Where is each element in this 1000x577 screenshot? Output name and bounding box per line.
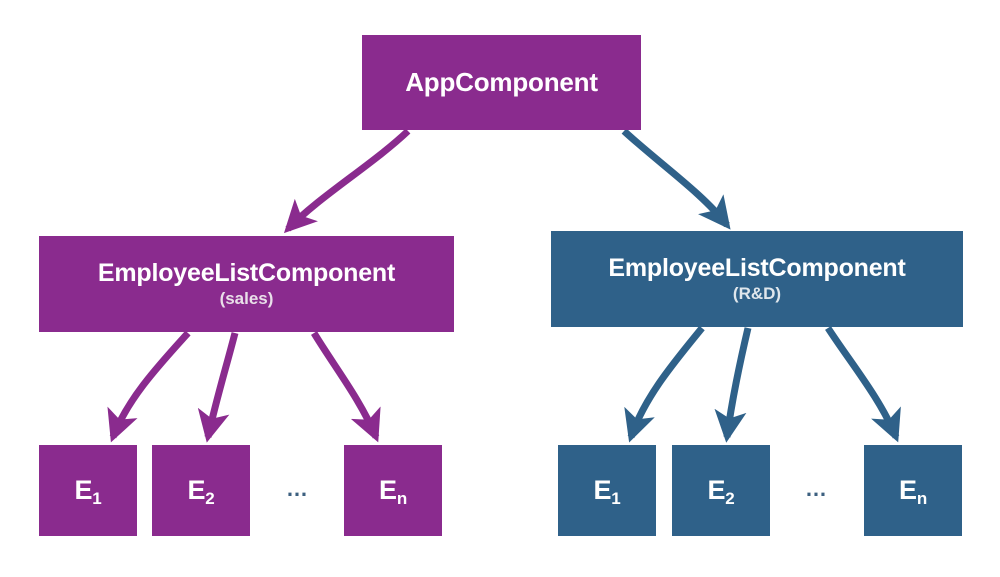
node-employee-rnd-1[interactable]: E1 <box>558 445 656 536</box>
node-employee-list-rnd-subtitle: (R&D) <box>732 284 782 304</box>
edge-sales-to-e1 <box>107 330 191 443</box>
node-app-component-label: AppComponent <box>405 66 598 97</box>
node-employee-rnd-2-label: E2 <box>707 475 735 509</box>
node-employee-rnd-n-label: En <box>899 475 927 509</box>
node-employee-sales-2[interactable]: E2 <box>152 445 250 536</box>
node-employee-list-sales[interactable]: EmployeeListComponent (sales) <box>39 236 454 332</box>
node-employee-list-sales-label: EmployeeListComponent <box>97 259 396 288</box>
edge-app-to-sales <box>283 128 411 234</box>
node-employee-list-rnd-label: EmployeeListComponent <box>608 254 906 283</box>
ellipsis-rnd: … <box>805 476 829 501</box>
node-employee-rnd-n[interactable]: En <box>864 445 962 536</box>
edge-rnd-to-e2 <box>714 327 752 443</box>
edge-rnd-to-e1 <box>624 325 705 443</box>
node-employee-sales-n[interactable]: En <box>344 445 442 536</box>
ellipsis-sales: … <box>286 476 310 501</box>
node-employee-sales-n-label: En <box>379 475 407 509</box>
edge-rnd-to-en <box>825 326 901 443</box>
node-employee-sales-1[interactable]: E1 <box>39 445 137 536</box>
node-employee-rnd-1-label: E1 <box>593 475 621 509</box>
node-employee-rnd-2[interactable]: E2 <box>672 445 770 536</box>
node-employee-list-rnd[interactable]: EmployeeListComponent (R&D) <box>551 231 963 327</box>
node-employee-sales-2-label: E2 <box>187 475 215 509</box>
edge-sales-to-en <box>311 331 381 443</box>
node-employee-list-sales-subtitle: (sales) <box>219 289 274 309</box>
edge-app-to-rnd <box>621 128 731 230</box>
edge-sales-to-e2 <box>197 332 239 443</box>
node-app-component[interactable]: AppComponent <box>362 35 641 130</box>
node-employee-sales-1-label: E1 <box>74 475 102 509</box>
